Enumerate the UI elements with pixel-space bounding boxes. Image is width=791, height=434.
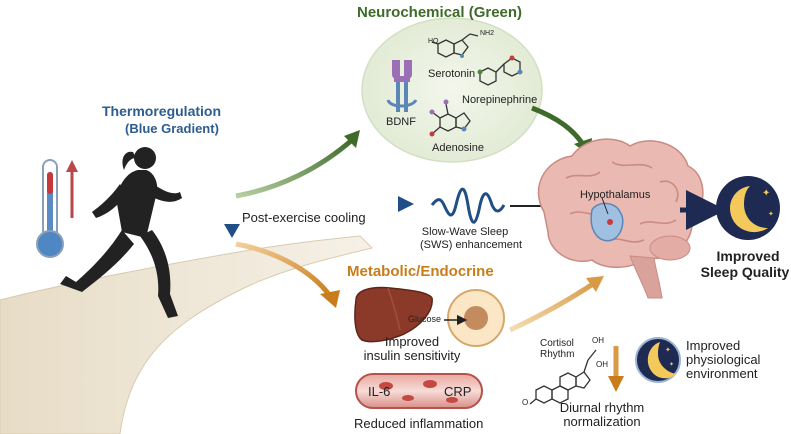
diurnal-arrow [608,346,624,392]
svg-text:✦: ✦ [762,188,770,199]
thermoregulation-subtitle: (Blue Gradient) [125,121,219,136]
moon-stars-icon: ✦ ✦ ✦ [716,176,780,240]
physio-label-line1: Improved [686,338,741,353]
cortisol-molecule [529,349,597,405]
nh2-label: NH2 [480,30,495,37]
brain-illustration [537,138,704,299]
svg-text:✦: ✦ [752,223,757,230]
inflammation-label: Reduced inflammation [354,416,484,431]
norepinephrine-molecule [477,55,523,86]
serotonin-molecule [431,33,479,58]
serotonin-label: Serotonin [428,68,476,80]
metabolic-to-brain-arrow [508,276,604,333]
cooling-label: Post-exercise cooling [242,210,366,225]
thermoregulation-title: Thermoregulation [102,103,222,119]
bdnf-receptor-icon [386,60,418,112]
crp-label: CRP [444,384,472,399]
insulin-label-line1: Improved [384,334,440,349]
physio-label-line3: environment [686,366,758,381]
ho-label: HO [428,38,439,45]
svg-text:✦: ✦ [669,361,674,368]
blood-vessel-icon [355,373,483,409]
running-path [0,235,373,434]
physio-label-line2: physiological [686,352,761,367]
metabolic-arrow [235,241,340,308]
o-label: O [522,398,529,407]
bdnf-label: BDNF [386,116,416,128]
liver-icon [354,286,433,343]
glucose-label: Glucose [408,314,442,324]
sws-label-line1: Slow-Wave Sleep [421,226,509,238]
norepinephrine-label: Norepinephrine [462,94,538,106]
metabolic-title: Metabolic/Endocrine [347,263,494,280]
sws-label-line2: (SWS) enhancement [420,239,523,251]
neurochemical-oval [361,17,543,163]
thermometer-icon [36,159,78,258]
hypothalamus-label: Hypothalamus [580,189,651,201]
wave-icon [430,187,506,224]
il6-label: IL-6 [368,384,391,399]
cortisol-label-line1: Cortisol [540,338,574,349]
day-night-icon: ✦ ✦ [635,337,681,383]
oh-label-2: OH [596,360,608,369]
outcome-line1: Improved [716,248,780,264]
diurnal-label-line2: normalization [563,414,641,429]
cell-icon [447,289,505,347]
diurnal-label-line1: Diurnal rhythm [559,400,645,415]
svg-text:✦: ✦ [768,210,774,218]
neurochemical-arrow [235,130,360,199]
adenosine-label: Adenosine [432,142,484,154]
oh-label-1: OH [592,336,604,345]
cooling-arrows [224,181,414,238]
outcome-line2: Sleep Quality [700,264,790,280]
svg-text:✦: ✦ [665,346,671,354]
neurochemical-title: Neurochemical (Green) [357,4,523,21]
adenosine-molecule [429,99,471,137]
cortisol-label-line2: Rhythm [540,349,575,360]
runner-silhouette [60,147,182,318]
insulin-label-line2: insulin sensitivity [363,348,461,363]
